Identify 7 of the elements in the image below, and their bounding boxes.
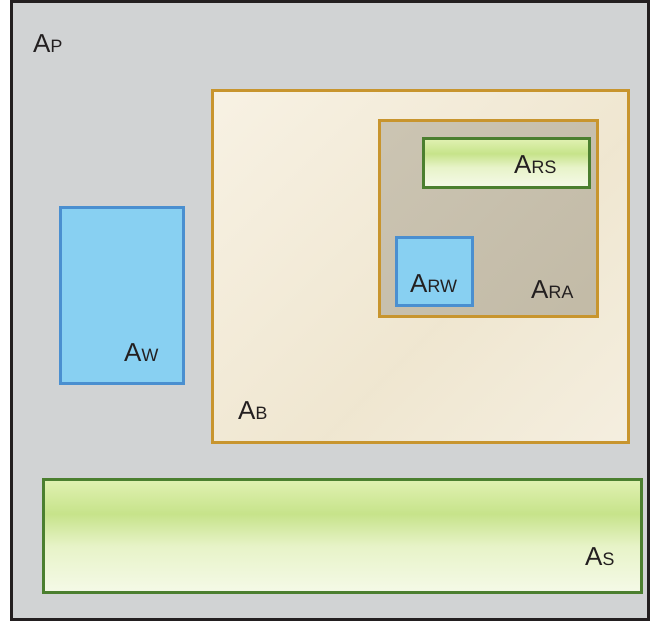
area-box	[422, 137, 591, 189]
area-box	[378, 119, 599, 318]
area-box	[211, 89, 630, 444]
area-panel	[10, 0, 650, 621]
area-box	[395, 236, 474, 307]
area-box	[42, 478, 643, 594]
area-box	[59, 206, 185, 385]
